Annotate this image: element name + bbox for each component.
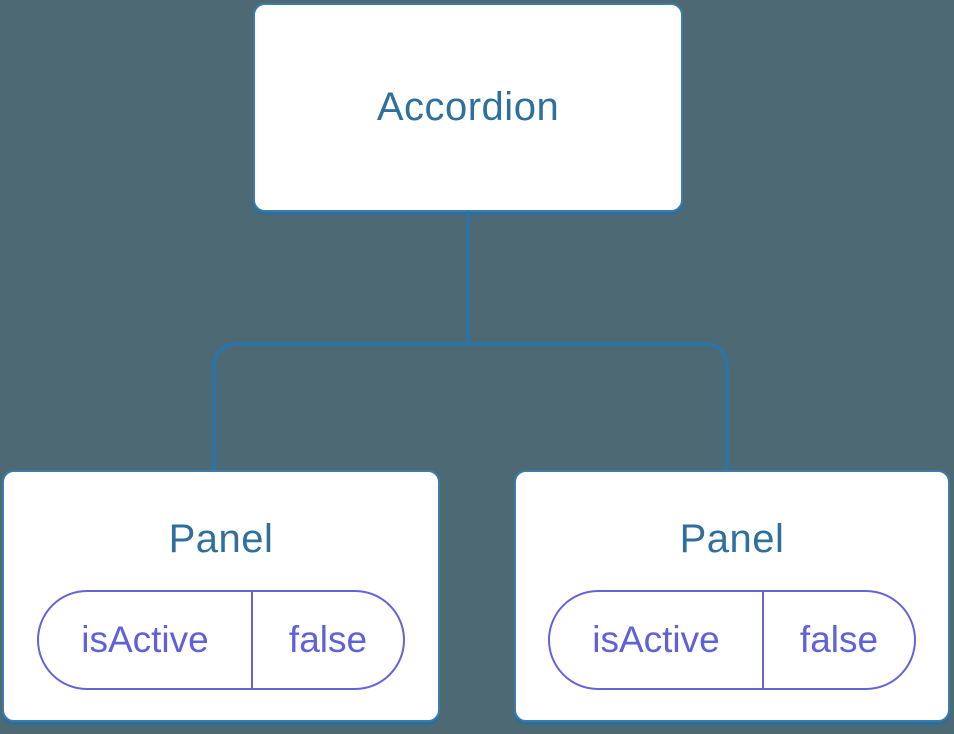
state-value-cell: false — [288, 619, 368, 660]
state-key-cell: isActive — [39, 592, 253, 688]
state-value-cell: false — [799, 619, 879, 660]
panel-node-label: Panel — [168, 517, 274, 561]
accordion-node-label: Accordion — [376, 85, 560, 129]
tree-node-panel-left: Panel isActive false — [2, 470, 440, 722]
state-pill: isActive false — [37, 590, 405, 690]
tree-node-panel-right: Panel isActive false — [514, 470, 950, 722]
tree-node-accordion: Accordion — [253, 3, 683, 212]
state-key-cell: isActive — [550, 592, 764, 688]
panel-node-label: Panel — [679, 517, 785, 561]
state-pill: isActive false — [548, 590, 916, 690]
